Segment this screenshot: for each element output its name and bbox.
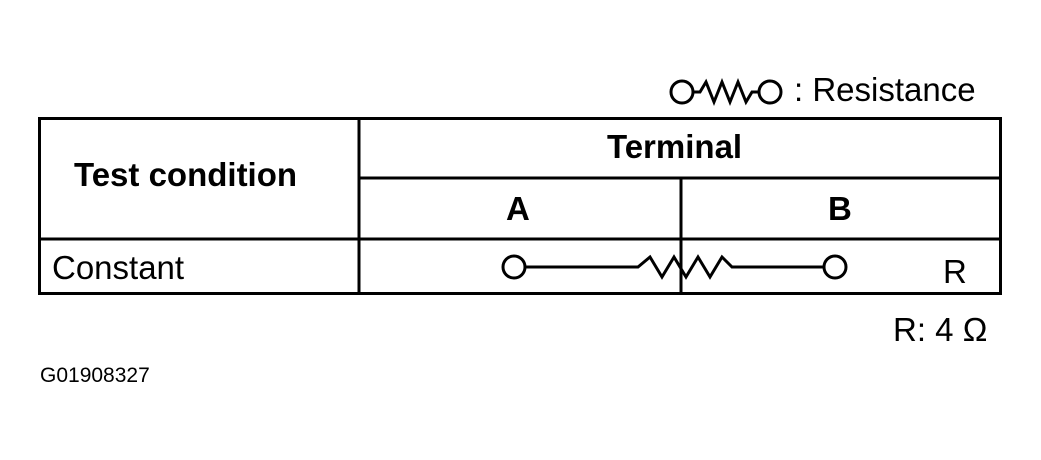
terminal-table: Test condition Terminal A B Constant R bbox=[38, 117, 1002, 295]
legend-label: : Resistance bbox=[794, 71, 976, 108]
header-test-condition: Test condition bbox=[74, 156, 298, 193]
header-terminal-a: A bbox=[506, 190, 530, 227]
header-terminal: Terminal bbox=[607, 128, 743, 165]
resistor-connection-icon bbox=[501, 254, 848, 280]
legend: : Resistance bbox=[660, 70, 1005, 110]
row-condition-constant: Constant bbox=[52, 249, 185, 286]
header-terminal-b: B bbox=[828, 190, 852, 227]
row-symbol-r: R bbox=[943, 253, 967, 290]
figure-code: G01908327 bbox=[40, 364, 150, 387]
resistance-rating: R: 4 Ω bbox=[893, 311, 988, 348]
table-grid bbox=[38, 117, 1002, 295]
resistor-symbol-icon bbox=[669, 77, 783, 107]
